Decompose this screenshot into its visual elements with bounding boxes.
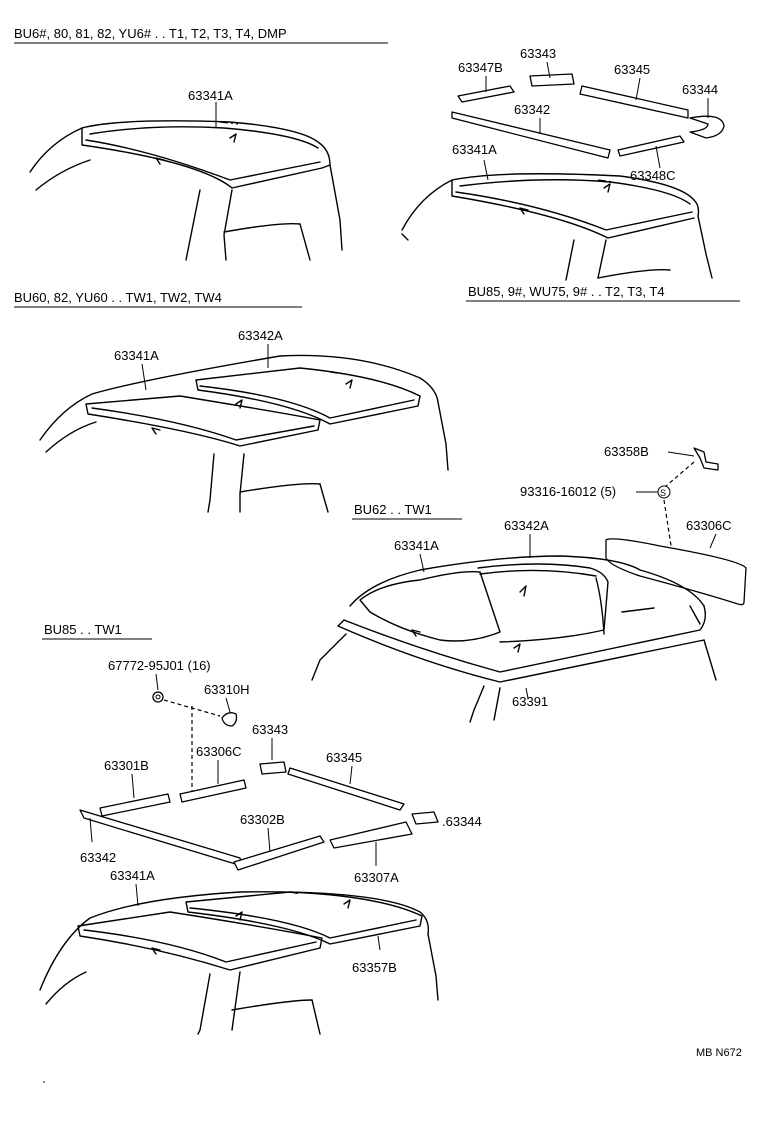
s4-63358B-label: 63358B — [604, 444, 649, 459]
s5-63357B-label: 63357B — [352, 960, 397, 975]
section-1-header: BU6#, 80, 81, 82, YU6# . . T1, T2, T3, T… — [14, 26, 287, 41]
section-2-header: BU85, 9#, WU75, 9# . . T2, T3, T4 — [468, 284, 665, 299]
s5-63301B-label: 63301B — [104, 758, 149, 773]
part-63302B — [233, 835, 325, 871]
part-63310H — [221, 712, 238, 727]
part-63344-b — [411, 811, 439, 825]
s5-63302B-label: 63302B — [240, 812, 285, 827]
part-67772-clip-hole — [155, 694, 161, 700]
s5-63307A-label: 63307A — [354, 870, 399, 885]
diagram-code: MB N672 — [696, 1047, 742, 1059]
s3-63341A-label: 63341A — [114, 348, 159, 363]
leader-s5-63357B — [377, 935, 381, 951]
s4-63391-label: 63391 — [512, 694, 548, 709]
part-63358B — [693, 447, 719, 471]
part-63306C — [605, 538, 747, 606]
part-63345 — [579, 85, 689, 119]
leader-s3-63341A — [141, 363, 147, 391]
section-3: BU60, 82, YU60 . . TW1, TW2, TW4 63342A … — [14, 290, 449, 513]
roof-drawing-2 — [401, 159, 713, 281]
speck — [43, 1081, 45, 1083]
leader-s4-63391 — [525, 687, 529, 699]
s4-63341A-label: 63341A — [394, 538, 439, 553]
section-3-header: BU60, 82, YU60 . . TW1, TW2, TW4 — [14, 290, 222, 305]
s4-63306C-label: 63306C — [686, 518, 732, 533]
s2-63348C-label: 63348C — [630, 168, 676, 183]
section-4: 63358B 93316-16012 (5) S BU62 . . TW1 63… — [311, 444, 747, 723]
leader-s4-63358B — [667, 451, 695, 457]
part-63306C-b — [179, 779, 247, 803]
leader-s2-63343 — [546, 61, 551, 79]
part-63343 — [529, 73, 575, 87]
leader-s5-63345 — [349, 765, 353, 785]
s2-63341A-label: 63341A — [452, 142, 497, 157]
part-63307A — [329, 821, 413, 849]
section-2: 63343 63347B 63345 63344 63342 63341A 63… — [401, 46, 740, 302]
leader-s5-63310H — [225, 697, 231, 713]
s-symbol — [657, 485, 671, 499]
s5-63341A-label: 63341A — [110, 868, 155, 883]
part-63343-b — [259, 761, 287, 775]
leader-s2-63345 — [635, 77, 641, 101]
s4-93316-label: 93316-16012 (5) — [520, 484, 616, 499]
section-5: BU85 . . TW1 67772-95J01 (16) 63310H 633… — [39, 622, 482, 1035]
s5-63344-label: .63344 — [442, 814, 482, 829]
s3-63342A-label: 63342A — [238, 328, 283, 343]
roof-drawing-3 — [39, 354, 449, 513]
s5-63306C-label: 63306C — [196, 744, 242, 759]
s4-s-symbol-label: S — [660, 488, 666, 498]
leader-s5-63301B — [131, 773, 135, 799]
s2-63345-label: 63345 — [614, 62, 650, 77]
roof-drawing-5 — [39, 891, 439, 1035]
s5-63342-label: 63342 — [80, 850, 116, 865]
s4-63342A-label: 63342A — [504, 518, 549, 533]
s5-63345-label: 63345 — [326, 750, 362, 765]
leader-s5-63302B — [267, 827, 271, 853]
s2-63343-label: 63343 — [520, 46, 556, 61]
s5-63343-label: 63343 — [252, 722, 288, 737]
section-4-header: BU62 . . TW1 — [354, 502, 432, 517]
s1-63341A-label: 63341A — [188, 88, 233, 103]
s2-63344-label: 63344 — [682, 82, 718, 97]
part-63344 — [689, 115, 725, 139]
roof-drawing-4 — [311, 555, 717, 723]
s5-67772-label: 67772-95J01 (16) — [108, 658, 211, 673]
section-5-header: BU85 . . TW1 — [44, 622, 122, 637]
part-63342 — [451, 111, 611, 159]
part-63347B — [457, 85, 515, 103]
leader-s4-dash-1 — [665, 461, 695, 487]
roof-drawing-1 — [29, 120, 343, 261]
part-67772-clip — [152, 691, 164, 703]
s5-63310H-label: 63310H — [204, 682, 250, 697]
s2-63347B-label: 63347B — [458, 60, 503, 75]
leader-s5-63341A — [135, 883, 139, 907]
s2-63342-label: 63342 — [514, 102, 550, 117]
leader-s5-63342 — [89, 817, 93, 843]
section-1: BU6#, 80, 81, 82, YU6# . . T1, T2, T3, T… — [14, 26, 388, 261]
part-63345-b — [287, 767, 405, 811]
leader-s2-63348C — [655, 145, 661, 169]
leader-s5-67772 — [155, 673, 159, 691]
part-63348C — [617, 135, 685, 157]
leader-s4-63306C — [709, 533, 717, 549]
part-63301B — [99, 793, 171, 817]
